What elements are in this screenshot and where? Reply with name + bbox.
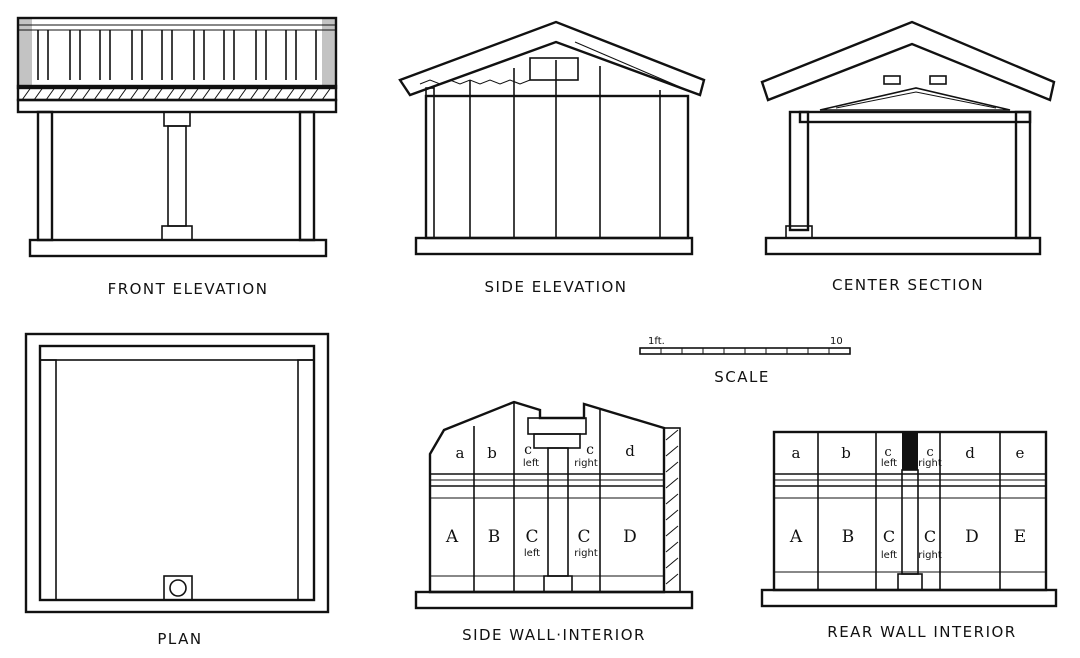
rear-wall-interior-drawing [760, 430, 1058, 608]
front-elevation-label: FRONT ELEVATION [108, 280, 269, 298]
front-elevation-drawing [16, 16, 338, 258]
side-panel-c-left: c [524, 442, 532, 458]
plan-drawing [24, 332, 330, 614]
side-panel-b: b [487, 444, 497, 462]
rear-panel-d: d [965, 444, 975, 462]
center-section-label: CENTER SECTION [832, 276, 984, 294]
side-panel-C-left-sub: left [524, 548, 540, 559]
side-panel-D: D [623, 527, 637, 547]
rear-panel-C-right: C [924, 527, 936, 546]
side-panel-a: a [456, 444, 465, 462]
rear-panel-a: a [792, 444, 801, 462]
side-wall-panel-labels: a b c left c right d A B C left C right … [445, 442, 637, 559]
rear-panel-C-left-sub: left [881, 550, 897, 561]
side-elevation-drawing [398, 20, 706, 256]
rear-panel-A: A [789, 527, 803, 547]
side-panel-C-right: C [577, 527, 590, 547]
side-panel-A: A [445, 527, 459, 547]
rear-panel-c-right-sub: right [918, 458, 942, 469]
rear-panel-C-right-sub: right [918, 550, 942, 561]
scale-start-label: 1ft. [648, 336, 665, 347]
rear-panel-B: B [842, 527, 855, 547]
center-section-drawing [760, 20, 1056, 256]
rear-panel-c-left-sub: left [881, 458, 897, 469]
rear-panel-e: e [1016, 444, 1025, 462]
scale-end-label: 10 [830, 336, 843, 347]
side-panel-B: B [488, 527, 501, 547]
side-panel-c-right: c [586, 442, 594, 458]
rear-panel-b: b [841, 444, 851, 462]
side-panel-d: d [625, 442, 635, 460]
rear-panel-E: E [1014, 527, 1026, 547]
plan-label: PLAN [157, 630, 202, 648]
rear-wall-interior-label: REAR WALL INTERIOR [827, 623, 1016, 641]
side-elevation-label: SIDE ELEVATION [484, 278, 627, 296]
side-panel-C-left: C [525, 527, 538, 547]
rear-panel-C-left: C [883, 527, 895, 546]
rear-wall-panel-labels: a b c left c right d e A B C left C righ… [789, 444, 1026, 561]
side-wall-interior-label: SIDE WALL·INTERIOR [462, 626, 646, 644]
side-panel-C-right-sub: right [574, 548, 598, 559]
rear-panel-D: D [965, 527, 979, 547]
side-panel-c-left-sub: left [523, 458, 539, 469]
rear-panel-c-left: c [884, 445, 891, 460]
scale-label: SCALE [714, 368, 770, 386]
scale-bar [639, 347, 851, 355]
side-panel-c-right-sub: right [574, 458, 598, 469]
side-wall-interior-drawing [414, 400, 694, 610]
rear-panel-c-right: c [926, 445, 933, 460]
